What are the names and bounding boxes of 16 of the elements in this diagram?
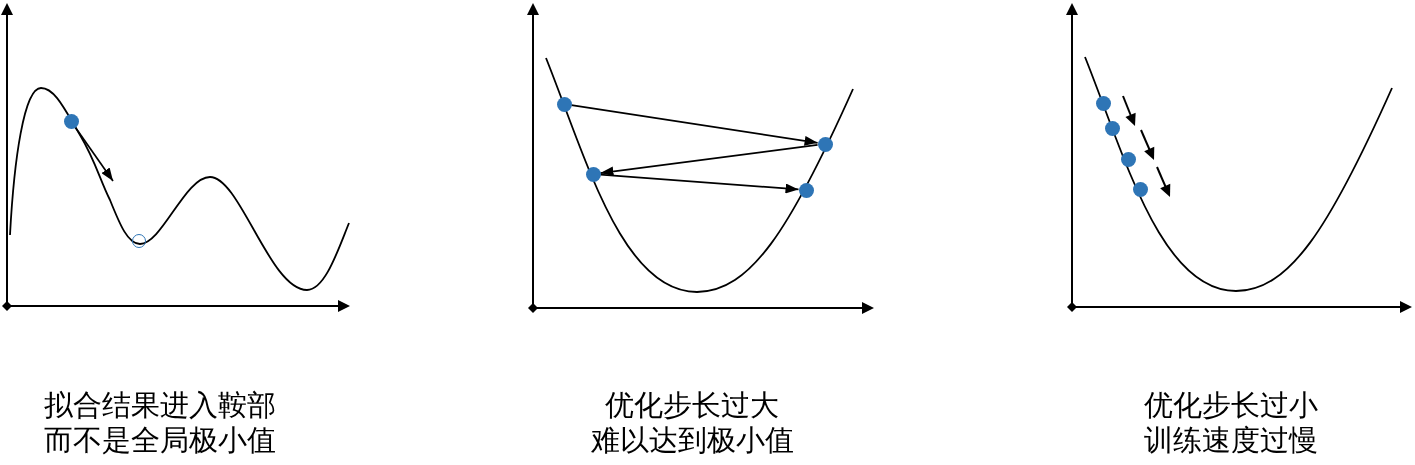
caption: 优化步长过大难以达到极小值 [590, 388, 794, 458]
arrow [74, 126, 114, 182]
data-point [556, 96, 572, 112]
caption: 优化步长过小训练速度过慢 [1144, 388, 1318, 458]
data-point [1120, 151, 1136, 167]
data-point [63, 113, 79, 129]
caption: 拟合结果进入鞍部而不是全局极小值 [44, 388, 276, 458]
arrow [599, 144, 819, 177]
data-point [1095, 95, 1111, 111]
arrow [570, 104, 819, 146]
data-point [1104, 120, 1120, 136]
arrow [599, 173, 800, 194]
data-point [1132, 181, 1148, 197]
data-point [798, 182, 814, 198]
data-point [817, 136, 833, 152]
data-point [585, 166, 601, 182]
